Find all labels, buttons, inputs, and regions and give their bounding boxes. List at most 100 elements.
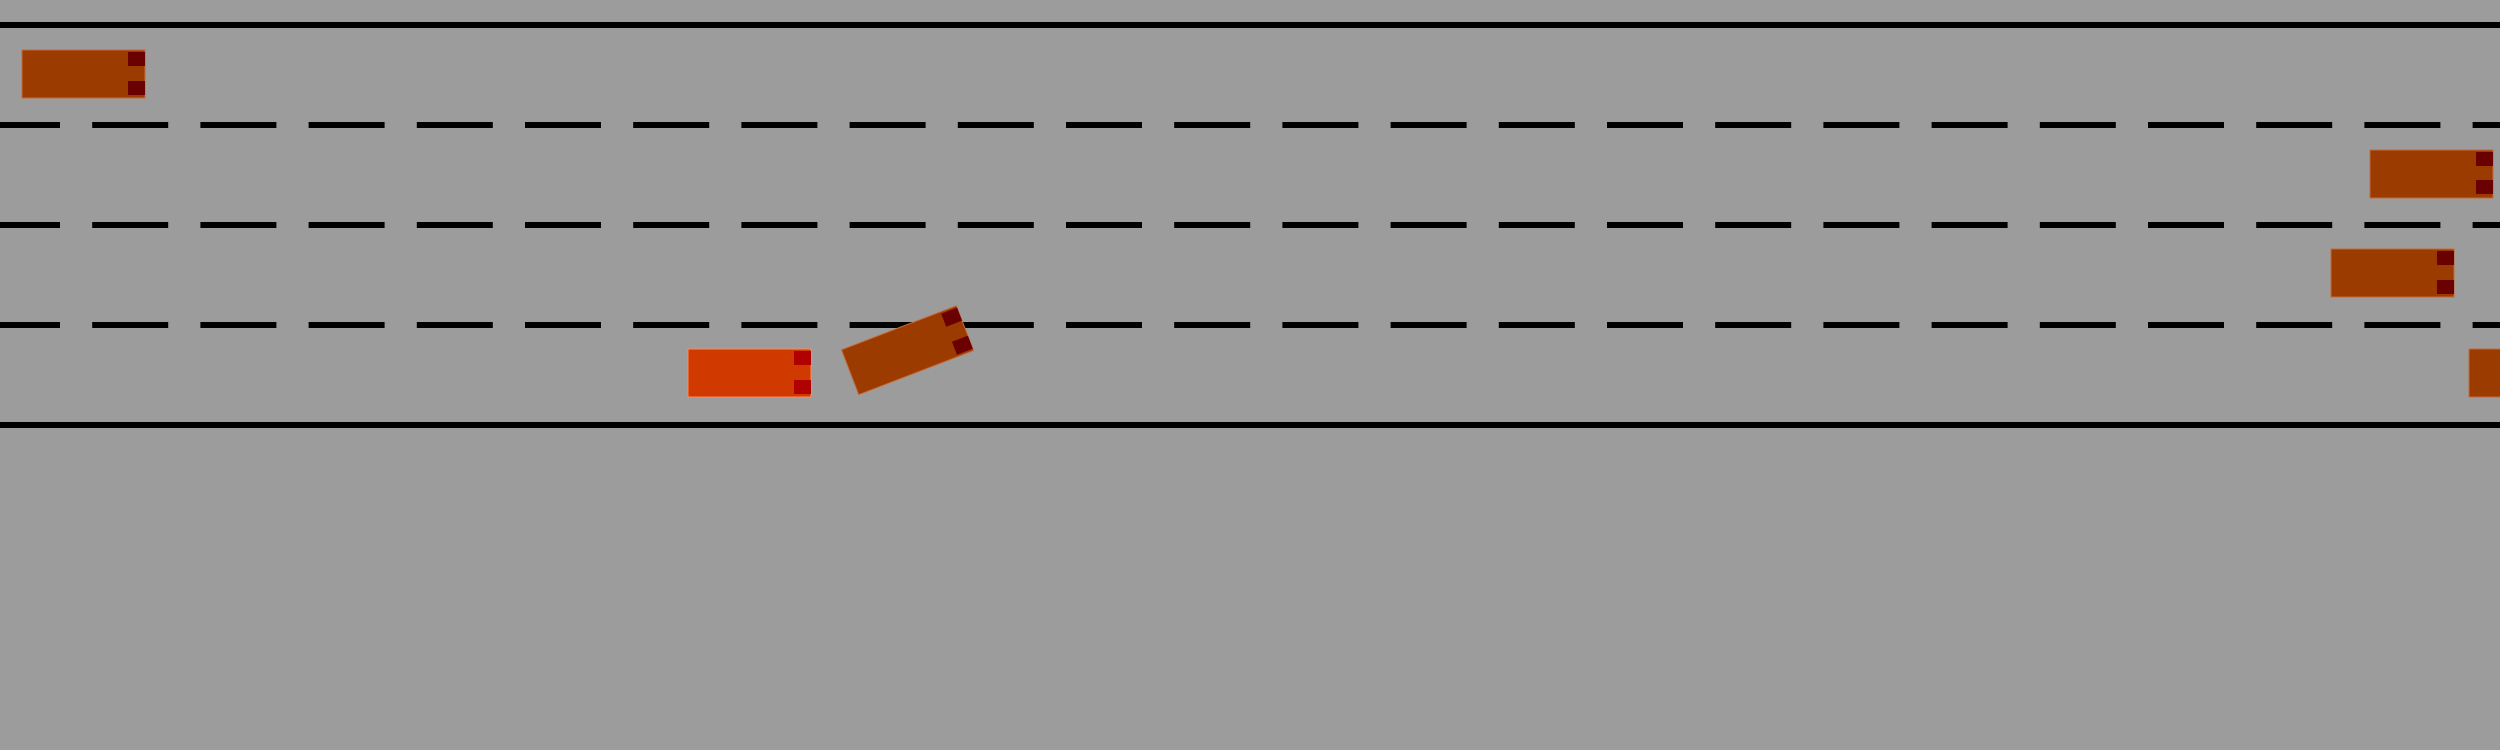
lane-marking-3 xyxy=(0,322,2500,328)
ego-vehicle xyxy=(687,348,812,398)
lane-dash xyxy=(2148,322,2224,328)
vehicle-2 xyxy=(2369,149,2494,199)
lane-dash xyxy=(92,322,169,328)
lane-dash xyxy=(633,122,710,128)
lane-dash xyxy=(2256,122,2333,128)
lane-dash xyxy=(200,322,277,328)
vehicle-body xyxy=(840,305,975,396)
lane-dash xyxy=(849,222,926,228)
vehicle-body xyxy=(2369,149,2494,199)
lane-dash xyxy=(1282,322,1359,328)
lane-dash xyxy=(200,122,277,128)
vehicle-light xyxy=(941,307,963,327)
vehicle-body xyxy=(2330,248,2455,298)
lane-dash xyxy=(849,122,926,128)
lane-dash xyxy=(2472,322,2500,328)
lane-dash xyxy=(1823,122,1900,128)
lane-dash xyxy=(2256,322,2333,328)
vehicle-body xyxy=(687,348,812,398)
lane-dash xyxy=(2364,322,2441,328)
lane-dash xyxy=(633,322,710,328)
lane-dash xyxy=(308,122,385,128)
vehicle-light xyxy=(128,52,145,66)
lane-dash xyxy=(2256,222,2333,228)
lane-dash xyxy=(2472,122,2500,128)
lane-dash xyxy=(1282,222,1359,228)
road xyxy=(0,22,2500,428)
lane-dash xyxy=(200,222,277,228)
lane-dash xyxy=(0,322,60,328)
lane-dash xyxy=(416,322,493,328)
vehicle-light xyxy=(128,81,145,95)
lane-dash xyxy=(1607,222,1683,228)
lane-dash xyxy=(0,222,60,228)
lane-dash xyxy=(1174,322,1251,328)
lane-dash xyxy=(1174,122,1251,128)
lane-dash xyxy=(1498,322,1575,328)
lane-dash xyxy=(957,222,1034,228)
lane-dash xyxy=(2039,222,2116,228)
lane-dash xyxy=(1174,222,1251,228)
road-edge-top xyxy=(0,22,2500,28)
lane-dash xyxy=(1066,322,1142,328)
lane-dash xyxy=(1390,122,1467,128)
vehicle-light xyxy=(794,380,811,394)
lane-dash xyxy=(1823,322,1900,328)
lane-marking-1 xyxy=(0,122,2500,128)
lane-dash xyxy=(1282,122,1359,128)
lane-dash xyxy=(1931,322,2008,328)
vehicle-5 xyxy=(2468,348,2500,398)
lane-dash xyxy=(308,222,385,228)
lane-dash xyxy=(1390,322,1467,328)
lane-dash xyxy=(2039,122,2116,128)
vehicle-body xyxy=(21,49,146,99)
lane-dash xyxy=(1931,222,2008,228)
lane-dash xyxy=(957,322,1034,328)
lane-dash xyxy=(1498,122,1575,128)
vehicle-light xyxy=(951,335,973,355)
lane-dash xyxy=(308,322,385,328)
lane-dash xyxy=(633,222,710,228)
lane-dash xyxy=(525,322,601,328)
lane-dash xyxy=(1066,122,1142,128)
vehicles xyxy=(21,49,2500,398)
lane-dash xyxy=(2039,322,2116,328)
lane-dash xyxy=(1715,322,1792,328)
vehicle-light xyxy=(2476,180,2493,194)
lane-dash xyxy=(849,322,926,328)
lane-dash xyxy=(2148,222,2224,228)
lane-dash xyxy=(1823,222,1900,228)
vehicle-light xyxy=(794,351,811,365)
lane-dash xyxy=(1498,222,1575,228)
lane-dash xyxy=(2364,122,2441,128)
lane-dash xyxy=(1607,122,1683,128)
vehicle-light xyxy=(2437,251,2454,265)
lane-dash xyxy=(1715,122,1792,128)
lane-dash xyxy=(0,122,60,128)
vehicle-1 xyxy=(21,49,146,99)
lane-dash xyxy=(92,122,169,128)
lane-dash xyxy=(741,222,818,228)
lane-dash xyxy=(92,222,169,228)
vehicle-light xyxy=(2437,280,2454,294)
lane-dash xyxy=(2364,222,2441,228)
lane-dash xyxy=(1066,222,1142,228)
vehicle-body xyxy=(2468,348,2500,398)
vehicle-4 xyxy=(840,305,975,396)
lane-dash xyxy=(416,122,493,128)
vehicle-3 xyxy=(2330,248,2455,298)
lane-dash xyxy=(1715,222,1792,228)
lane-dash xyxy=(1931,122,2008,128)
lane-dash xyxy=(741,322,818,328)
lane-dash xyxy=(525,222,601,228)
lane-marking-2 xyxy=(0,222,2500,228)
lane-dash xyxy=(2148,122,2224,128)
road-edge-bottom xyxy=(0,422,2500,428)
lane-dash xyxy=(957,122,1034,128)
lane-dash xyxy=(2472,222,2500,228)
lane-dash xyxy=(741,122,818,128)
lane-dash xyxy=(525,122,601,128)
vehicle-light xyxy=(2476,152,2493,166)
